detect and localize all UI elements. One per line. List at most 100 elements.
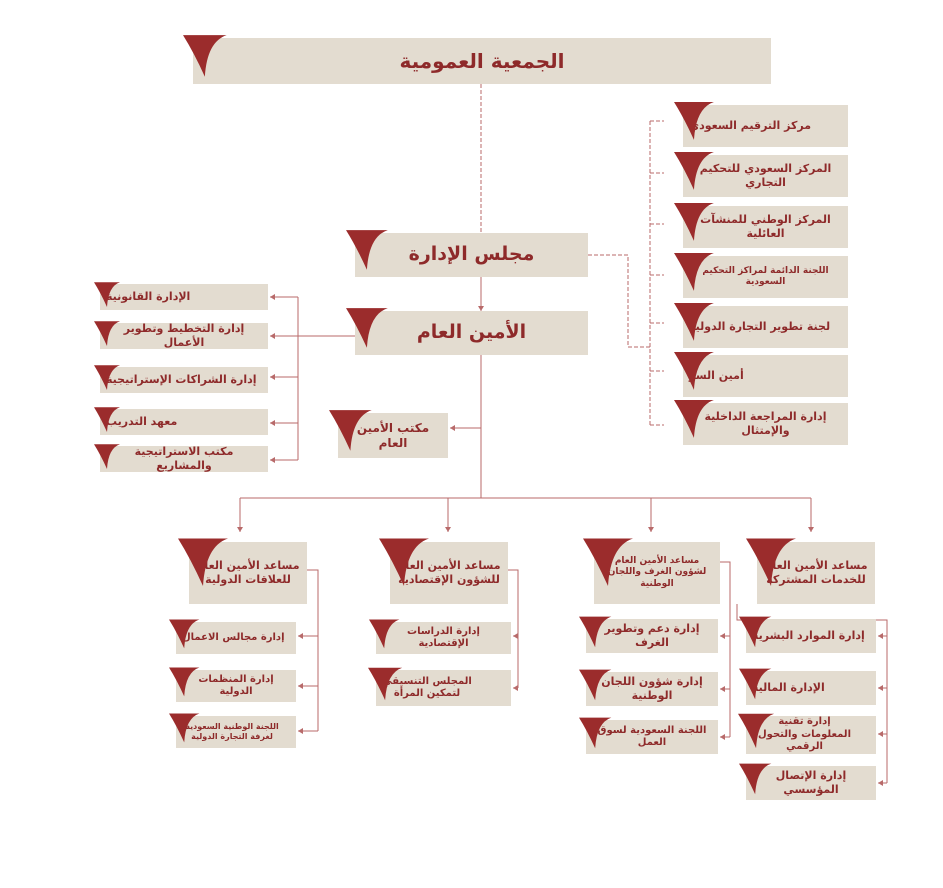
arrow-head-icon	[720, 686, 725, 692]
arrow-head-icon	[478, 306, 484, 311]
node-label: إدارة تقنية المعلومات والتحول الرقمي	[758, 716, 851, 753]
arrow-head-icon	[298, 683, 303, 689]
node-label: إدارة الشراكات الإستراتيجية	[106, 373, 257, 387]
red-triangle-accent-icon	[345, 230, 388, 270]
arrow-head-icon	[237, 527, 243, 532]
arrow-head-icon	[270, 457, 275, 463]
arrow-head-icon	[270, 333, 275, 339]
node-label: مساعد الأمين العام للعلاقات الدولية	[196, 559, 300, 586]
red-triangle-accent-icon	[94, 365, 121, 390]
right-item-6: إدارة المراجعة الداخلية والإمتثال	[674, 400, 848, 445]
assistant-3-child-0: إدارة الموارد البشرية	[738, 616, 876, 653]
red-triangle-accent-icon	[369, 619, 400, 649]
red-triangle-accent-icon	[578, 616, 612, 648]
node-label: إدارة الموارد البشرية	[752, 629, 865, 643]
red-triangle-accent-icon	[368, 667, 403, 701]
arrow-head-icon	[648, 527, 654, 532]
red-triangle-accent-icon	[94, 321, 121, 346]
node-label: اللجنة الوطنية السعودية لغرفة التجارة ال…	[185, 722, 279, 741]
arrow-head-icon	[445, 527, 451, 532]
arrow-head-icon	[270, 294, 275, 300]
arrow-head-icon	[513, 685, 518, 691]
node-general-assembly: الجمعية العمومية	[183, 34, 771, 84]
red-triangle-accent-icon	[578, 717, 612, 749]
left-item-1: إدارة التخطيط وتطوير الأعمال	[94, 321, 268, 349]
node-sg-office: مكتب الأمين العام	[328, 410, 448, 458]
assistant-2-child-1: إدارة شؤون اللجان الوطنية	[578, 669, 718, 706]
node-label: مجلس الإدارة	[408, 243, 535, 266]
left-item-4: مكتب الاستراتيجية والمشاريع	[94, 444, 268, 472]
red-triangle-accent-icon	[94, 444, 121, 469]
assistant-1-child-0: إدارة الدراسات الإقتصادية	[369, 619, 511, 654]
red-triangle-accent-icon	[94, 407, 121, 432]
arrow-head-icon	[808, 527, 814, 532]
left-item-0: الإدارة القانونية	[94, 282, 268, 310]
arrow-head-icon	[720, 734, 725, 740]
node-label: إدارة المنظمات الدولية	[198, 673, 274, 698]
assistant-3-child-2: إدارة تقنية المعلومات والتحول الرقمي	[738, 713, 876, 754]
node-label: إدارة دعم وتطوير الغرف	[604, 622, 700, 649]
red-triangle-accent-icon	[169, 713, 200, 743]
right-item-5: أمين السر	[674, 352, 848, 397]
assistant-0: مساعد الأمين العام للعلاقات الدولية	[178, 538, 307, 604]
red-triangle-accent-icon	[345, 308, 388, 348]
red-triangle-accent-icon	[746, 538, 796, 586]
node-label: المركز السعودي للتحكيم التجاري	[699, 162, 832, 189]
red-triangle-accent-icon	[583, 538, 633, 586]
node-label: إدارة المراجعة الداخلية والإمتثال	[704, 410, 827, 437]
node-label: مساعد الأمين العام لشؤون الغرف واللجان ا…	[607, 556, 707, 589]
node-label: إدارة مجالس الاعمال	[182, 631, 285, 643]
arrow-head-icon	[878, 633, 883, 639]
arrow-head-icon	[878, 780, 883, 786]
node-label: الإدارة القانونية	[106, 290, 191, 304]
red-triangle-accent-icon	[94, 282, 121, 307]
connector-line-29	[508, 569, 519, 688]
arrow-head-icon	[878, 685, 883, 691]
red-triangle-accent-icon	[183, 34, 228, 77]
red-triangle-accent-icon	[379, 538, 429, 586]
connector-line-25	[307, 569, 319, 731]
red-triangle-accent-icon	[738, 763, 772, 795]
right-item-2: المركز الوطني للمنشآت العائلية	[674, 203, 848, 248]
right-item-0: مركز الترقيم السعودي	[674, 102, 848, 147]
red-triangle-accent-icon	[738, 616, 772, 648]
arrow-head-icon	[878, 731, 883, 737]
red-triangle-accent-icon	[178, 538, 228, 586]
node-label: مساعد الأمين العام للشؤون الإقتصادية	[397, 559, 501, 586]
node-label: الجمعية العمومية	[399, 48, 565, 73]
node-label: إدارة الدراسات الإقتصادية	[407, 625, 480, 650]
node-label: اللجنة الدائمة لمراكز التحكيم السعودية	[702, 265, 829, 287]
red-triangle-accent-icon	[738, 713, 775, 748]
node-secretary-general: الأمين العام	[345, 308, 588, 355]
node-label: أمين السر	[689, 369, 744, 383]
assistant-2-child-2: اللجنة السعودية لسوق العمل	[578, 717, 718, 754]
right-item-1: المركز السعودي للتحكيم التجاري	[674, 152, 848, 197]
assistant-0-child-0: إدارة مجالس الاعمال	[169, 619, 296, 654]
assistant-1: مساعد الأمين العام للشؤون الإقتصادية	[379, 538, 508, 604]
arrow-head-icon	[298, 633, 303, 639]
node-label: إدارة التخطيط وتطوير الأعمال	[123, 322, 245, 349]
red-triangle-accent-icon	[674, 352, 715, 391]
red-triangle-accent-icon	[674, 400, 715, 439]
node-label: لجنة تطوير التجارة الدولية	[689, 320, 831, 334]
assistant-2: مساعد الأمين العام لشؤون الغرف واللجان ا…	[583, 538, 720, 604]
node-board: مجلس الإدارة	[345, 230, 588, 277]
node-label: مساعد الأمين العام للخدمات المشتركة	[764, 559, 868, 586]
arrow-head-icon	[720, 633, 725, 639]
assistant-3: مساعد الأمين العام للخدمات المشتركة	[746, 538, 875, 604]
red-triangle-accent-icon	[674, 253, 715, 292]
red-triangle-accent-icon	[674, 152, 715, 191]
assistant-3-child-3: إدارة الإتصال المؤسسي	[738, 763, 876, 800]
assistant-1-child-1: المجلس التنسيقي لتمكين المرأة	[368, 667, 511, 706]
left-item-3: معهد التدريب	[94, 407, 268, 435]
connector-line-2	[588, 254, 650, 348]
node-label: إدارة الإتصال المؤسسي	[775, 769, 847, 796]
red-triangle-accent-icon	[674, 102, 715, 141]
node-label: إدارة شؤون اللجان الوطنية	[601, 675, 703, 702]
node-label: معهد التدريب	[106, 415, 178, 429]
node-label: المجلس التنسيقي لتمكين المرأة	[382, 675, 472, 700]
red-triangle-accent-icon	[328, 410, 372, 451]
left-item-2: إدارة الشراكات الإستراتيجية	[94, 365, 268, 393]
red-triangle-accent-icon	[169, 667, 200, 697]
